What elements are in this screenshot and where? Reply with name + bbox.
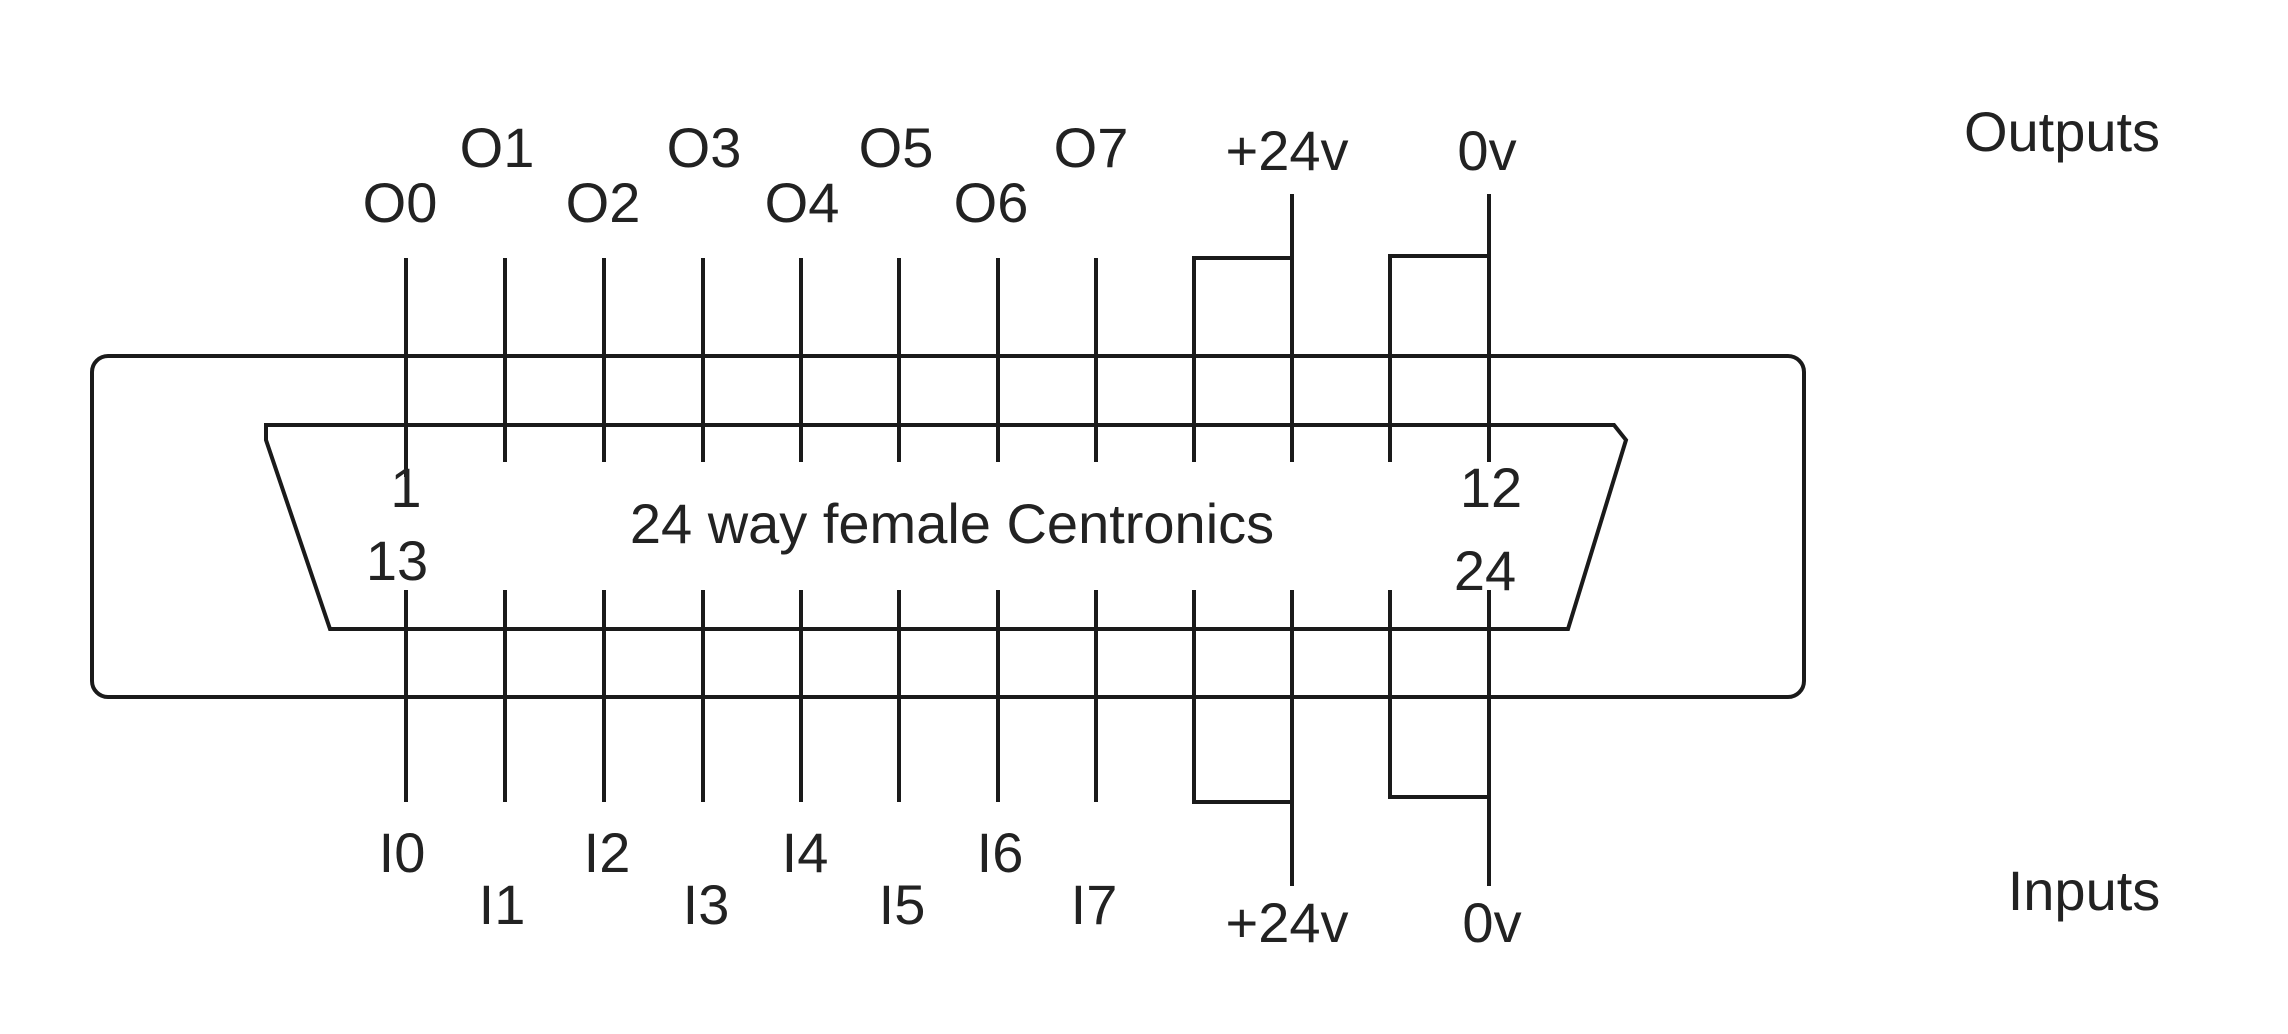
output-labels: O0 O1 O2 O3 O4 O5 O6 O7 +24v 0v	[363, 116, 1517, 234]
inputs-heading: Inputs	[2008, 859, 2161, 922]
pin-number-24: 24	[1454, 539, 1516, 602]
input-label-i7: I7	[1071, 873, 1118, 936]
input-wire-plus24v	[1192, 590, 1294, 804]
connector-inner-trapezoid	[264, 423, 1629, 631]
connector-title: 24 way female Centronics	[630, 492, 1274, 555]
input-label-i4: I4	[782, 821, 829, 884]
output-label-0v: 0v	[1457, 119, 1516, 182]
output-label-o6: O6	[954, 171, 1029, 234]
output-label-o2: O2	[566, 171, 641, 234]
input-label-0v: 0v	[1462, 891, 1521, 954]
input-label-i1: I1	[479, 873, 526, 936]
output-wires	[404, 194, 1491, 477]
input-labels: I0 I1 I2 I3 I4 I5 I6 I7 +24v 0v	[379, 821, 1522, 954]
input-label-i5: I5	[879, 873, 926, 936]
output-wire-plus24v	[1192, 256, 1294, 462]
pin-number-1: 1	[390, 456, 421, 519]
connector-outer-shell	[90, 354, 1806, 699]
output-label-o4: O4	[765, 171, 840, 234]
output-label-o3: O3	[667, 116, 742, 179]
input-label-i2: I2	[584, 821, 631, 884]
outputs-heading: Outputs	[1964, 100, 2160, 163]
output-label-plus24v: +24v	[1226, 119, 1349, 182]
pin-number-12: 12	[1460, 456, 1522, 519]
output-label-o7: O7	[1054, 116, 1129, 179]
input-wires	[404, 590, 1491, 886]
pin-number-13: 13	[366, 529, 428, 592]
input-wire-0v	[1388, 590, 1491, 799]
input-label-i0: I0	[379, 821, 426, 884]
output-label-o0: O0	[363, 171, 438, 234]
input-label-i6: I6	[977, 821, 1024, 884]
input-label-i3: I3	[683, 873, 730, 936]
output-label-o5: O5	[859, 116, 934, 179]
output-label-o1: O1	[460, 116, 535, 179]
output-wire-0v	[1388, 254, 1491, 462]
input-label-plus24v: +24v	[1226, 891, 1349, 954]
